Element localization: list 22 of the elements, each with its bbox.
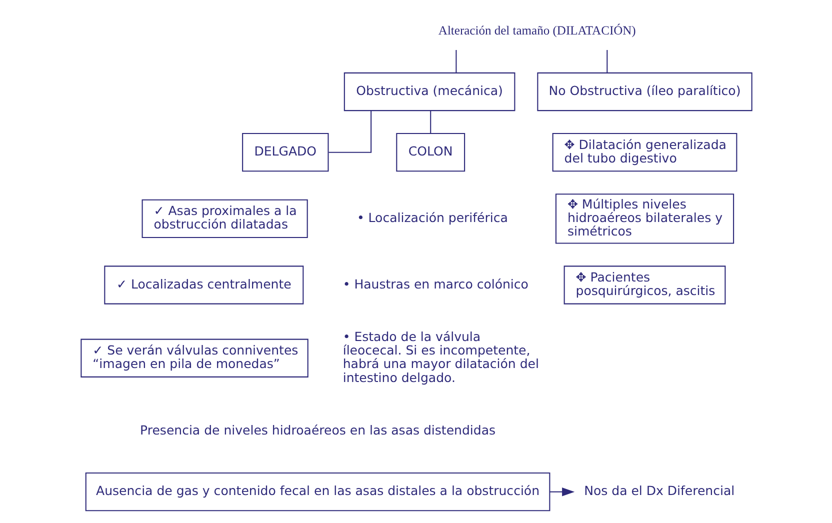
- node-box: No Obstructiva (íleo paralítico): [536, 72, 752, 112]
- connector: [430, 110, 431, 134]
- node-box: DELGADO: [242, 133, 328, 172]
- arrow: [549, 487, 574, 496]
- node-text: Nos da el Dx Diferencial: [584, 483, 734, 498]
- node-box: ✓ Asas proximales a la obstrucción dilatadas: [141, 199, 308, 238]
- node-box: Obstructiva (mecánica): [343, 72, 515, 112]
- connector: [455, 50, 456, 73]
- node-box: ✥ Pacientes posquirúrgicos, ascitis: [563, 266, 726, 304]
- label: Presencia de niveles hidroaéreos en las asas distendidas: [140, 422, 496, 438]
- node-box: Ausencia de gas y contenido fecal en las asas distales a la obstrucción: [84, 472, 550, 512]
- node-box: ✓ Localizadas centralmente: [104, 266, 304, 304]
- node-box: ✓ Se verán válvulas conniventes “imagen en pila de monedas”: [80, 338, 308, 378]
- node-box: ✥ Dilatación generalizada del tubo digestivo: [552, 133, 737, 172]
- node-box: ✥ Múltiples niveles hidroaéreos bilaterales y simétricos: [554, 194, 734, 244]
- label: • Estado de la válvula íleocecal. Si es incompetente, habrá una mayor dilatación del intestino delgado.: [342, 328, 538, 385]
- node-box: COLON: [396, 133, 465, 172]
- connector: [606, 50, 608, 73]
- node-text: Alteración del tamaño (DILATACIÓN): [438, 23, 636, 38]
- connector: [328, 110, 372, 153]
- label: • Localización periférica: [356, 210, 508, 225]
- label: • Haustras en marco colónico: [342, 276, 528, 292]
